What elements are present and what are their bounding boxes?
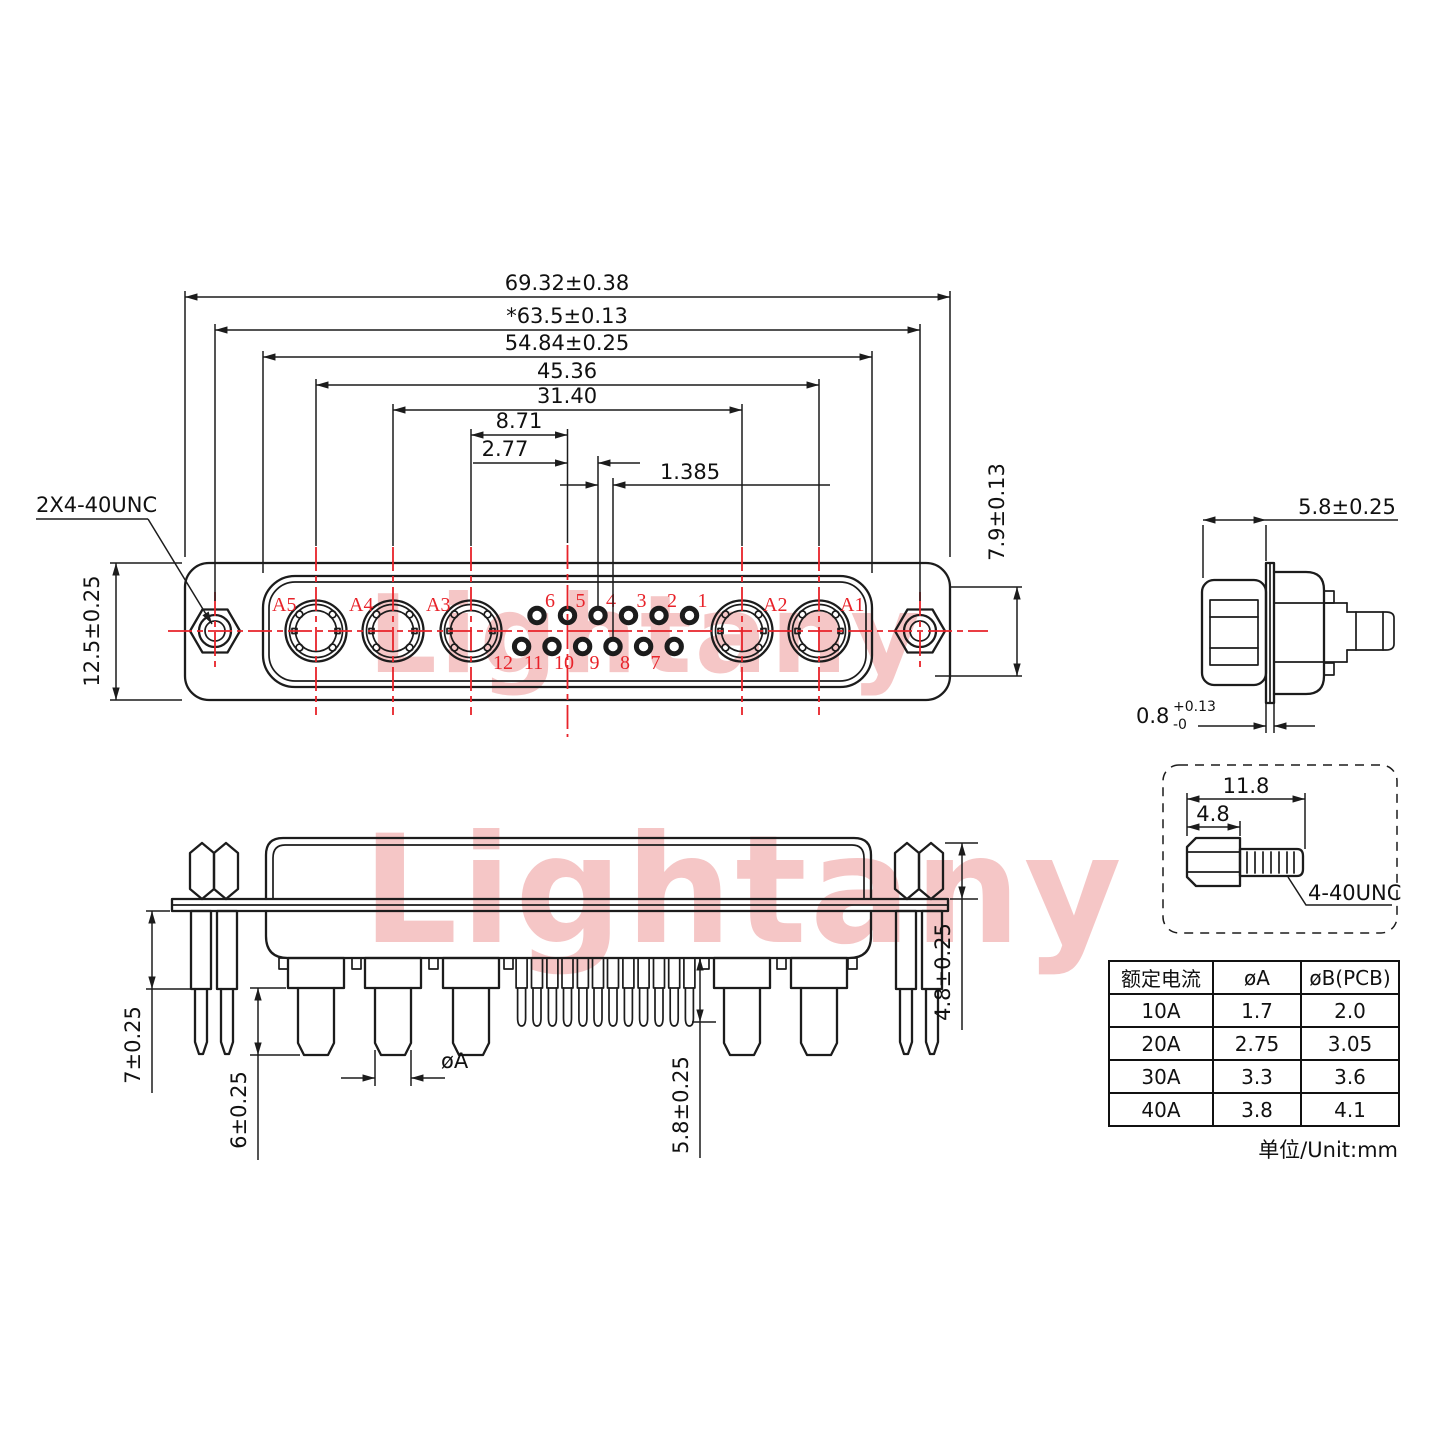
table-cell: 3.3 [1212, 1059, 1302, 1094]
screw-thread-label: 4-40UNC [1308, 881, 1401, 905]
table-cell: 20A [1108, 1026, 1214, 1061]
pin-label-7: 7 [651, 652, 661, 674]
dim-pin-diameter: øA [441, 1049, 469, 1073]
rating-table-container: 额定电流 øA øB(PCB) 10A 1.7 2.0 20A 2.75 3.0… [1108, 960, 1400, 1127]
dim-coax-span: 45.36 [537, 359, 597, 383]
watermark-front: Lightany [368, 573, 924, 698]
dim-opening-width: 54.84±0.25 [505, 331, 629, 355]
screw-thread [1238, 847, 1305, 878]
pin-label-5: 5 [576, 590, 586, 612]
table-cell: 1.7 [1212, 993, 1302, 1028]
pin-label-1: 1 [698, 590, 708, 612]
dim-flange-thickness: 0.8 [1136, 704, 1169, 728]
pin-label-8: 8 [620, 652, 630, 674]
table-cell: 3.6 [1300, 1059, 1400, 1094]
table-header-current: 额定电流 [1108, 960, 1214, 995]
table-row: 30A 3.3 3.6 [1108, 1059, 1400, 1094]
coax-label-a4: A4 [349, 594, 373, 616]
coax-label-a5: A5 [272, 594, 296, 616]
dim-standoff-height: 4.8±0.25 [931, 923, 955, 1021]
table-header-dia-a: øA [1212, 960, 1302, 995]
table-header-dia-b: øB(PCB) [1300, 960, 1400, 995]
pin-label-10: 10 [554, 652, 574, 674]
thread-leader [1287, 876, 1392, 906]
screw-head [1185, 836, 1242, 888]
dim-screw-protrusion: 7±0.25 [121, 1006, 145, 1084]
pin-label-4: 4 [606, 590, 616, 612]
table-cell: 4.1 [1300, 1092, 1400, 1127]
contact-labels: A5 A4 A3 A2 A1 6 5 4 3 2 1 12 11 10 9 8 … [272, 590, 864, 674]
table-cell: 3.8 [1212, 1092, 1302, 1127]
right-dimension: 7.9±0.13 [935, 463, 1022, 677]
table-cell: 2.75 [1212, 1026, 1302, 1061]
coax-label-a1: A1 [840, 594, 864, 616]
screw-detail: 11.8 4.8 4-40UNC [1162, 764, 1401, 934]
dim-front-depth: 5.8±0.25 [1298, 495, 1396, 519]
pin-label-9: 9 [590, 652, 600, 674]
left-dimensions: 2X4-40UNC 12.5±0.25 [36, 493, 213, 701]
watermark-bottom: Lightany [362, 804, 1125, 978]
table-cell: 40A [1108, 1092, 1214, 1127]
pin-label-3: 3 [637, 590, 647, 612]
front-centerlines [168, 545, 988, 737]
side-coax-tail [1346, 611, 1395, 651]
pin-label-11: 11 [524, 652, 543, 674]
side-body [1272, 570, 1326, 696]
side-view: 5.8±0.25 0.8 +0.13 -0 [1136, 495, 1398, 733]
coax-label-a3: A3 [426, 594, 450, 616]
dim-power-pin-length: 6±0.25 [227, 1071, 251, 1149]
top-dimensions: 69.32±0.38 *63.5±0.13 54.84±0.25 45.36 3… [184, 271, 951, 637]
dim-overall-width: 69.32±0.38 [505, 271, 629, 295]
dim-mount-spacing: *63.5±0.13 [506, 304, 628, 328]
dim-row-offset: 1.385 [660, 460, 720, 484]
table-row: 40A 3.8 4.1 [1108, 1092, 1400, 1127]
dim-screw-head-length: 4.8 [1196, 802, 1229, 826]
coax-label-a2: A2 [763, 594, 787, 616]
table-header-row: 额定电流 øA øB(PCB) [1108, 960, 1400, 995]
pin-label-12: 12 [493, 652, 513, 674]
table-row: 10A 1.7 2.0 [1108, 993, 1400, 1028]
pin-label-2: 2 [667, 590, 677, 612]
dim-pin-pitch: 2.77 [482, 437, 529, 461]
pin-label-6: 6 [545, 590, 555, 612]
dim-flange-tol-minus: -0 [1173, 717, 1187, 733]
dim-flange-tol-plus: +0.13 [1173, 699, 1216, 715]
dim-edge-height: 7.9±0.13 [985, 463, 1009, 561]
screw-detail-box [1162, 764, 1398, 934]
dim-coax-to-center: 8.71 [496, 409, 543, 433]
dim-screw-total-length: 11.8 [1223, 774, 1270, 798]
table-cell: 2.0 [1300, 993, 1400, 1028]
dim-inner-coax-span: 31.40 [537, 384, 597, 408]
dim-signal-pin-length: 5.8±0.25 [669, 1056, 693, 1154]
dim-height: 12.5±0.25 [80, 575, 104, 686]
bottom-shell [264, 836, 873, 901]
thread-callout-leader [147, 518, 213, 625]
side-hex-standoff [1209, 599, 1259, 666]
current-rating-table: 额定电流 øA øB(PCB) 10A 1.7 2.0 20A 2.75 3.0… [1108, 960, 1400, 1127]
table-row: 20A 2.75 3.05 [1108, 1026, 1400, 1061]
thread-callout: 2X4-40UNC [36, 493, 157, 517]
bottom-view: 7±0.25 6±0.25 øA 5.8±0.25 4.8±0.25 [121, 836, 978, 1160]
table-cell: 3.05 [1300, 1026, 1400, 1061]
table-cell: 10A [1108, 993, 1214, 1028]
unit-note: 单位/Unit:mm [1258, 1138, 1398, 1162]
table-cell: 30A [1108, 1059, 1214, 1094]
